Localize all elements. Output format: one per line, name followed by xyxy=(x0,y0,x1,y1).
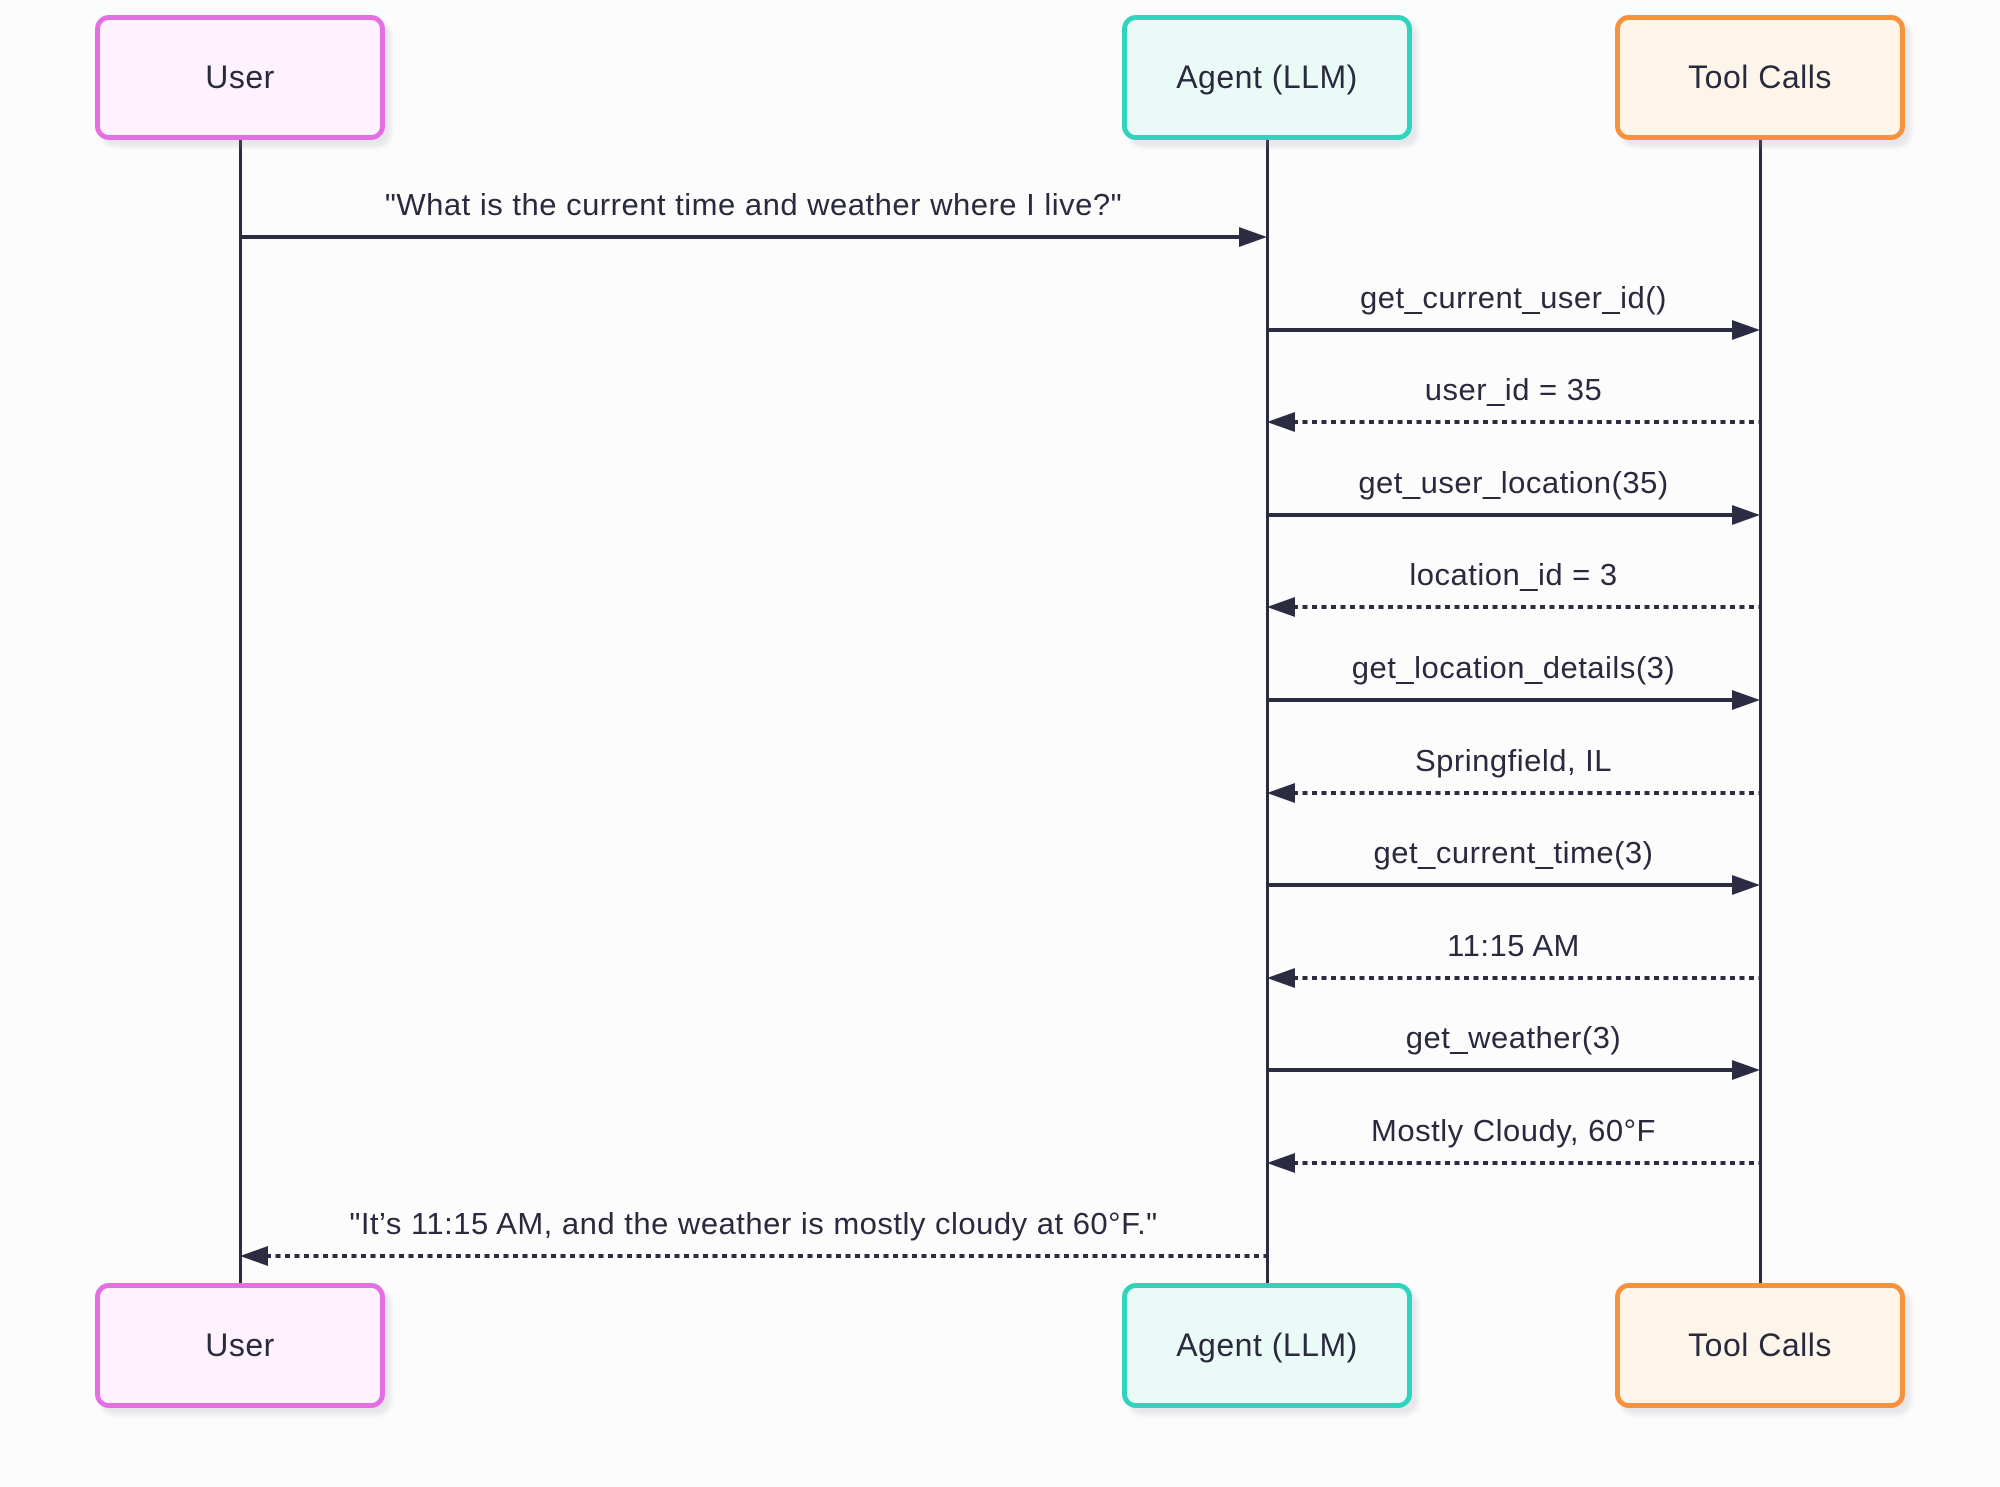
message-label-10: get_weather(3) xyxy=(1405,1020,1622,1055)
actor-agent-top: Agent (LLM) xyxy=(1122,15,1412,140)
message-line-2 xyxy=(1267,328,1734,332)
arrowhead-7 xyxy=(1267,783,1295,803)
arrowhead-5 xyxy=(1267,597,1295,617)
message-line-4 xyxy=(1267,513,1734,517)
arrowhead-12 xyxy=(240,1246,268,1266)
arrowhead-9 xyxy=(1267,968,1295,988)
actor-label-user: User xyxy=(205,1327,275,1363)
arrowhead-1 xyxy=(1239,227,1267,247)
message-line-6 xyxy=(1267,698,1734,702)
actor-label-user: User xyxy=(205,59,275,95)
arrowhead-2 xyxy=(1732,320,1760,340)
arrowhead-11 xyxy=(1267,1153,1295,1173)
message-line-9 xyxy=(1293,976,1760,980)
message-line-7 xyxy=(1293,791,1760,795)
message-label-9: 11:15 AM xyxy=(1447,928,1580,963)
arrowhead-4 xyxy=(1732,505,1760,525)
message-line-10 xyxy=(1267,1068,1734,1072)
actor-tool-top: Tool Calls xyxy=(1615,15,1905,140)
message-label-4: get_user_location(35) xyxy=(1358,465,1669,500)
lifeline-tool xyxy=(1758,140,1762,1283)
actor-user-bottom: User xyxy=(95,1283,385,1408)
lifeline-user xyxy=(238,140,242,1283)
lifeline-agent xyxy=(1265,140,1269,1283)
message-label-6: get_location_details(3) xyxy=(1351,650,1676,685)
message-label-1: "What is the current time and weather wh… xyxy=(384,187,1123,222)
actor-tool-bottom: Tool Calls xyxy=(1615,1283,1905,1408)
arrowhead-3 xyxy=(1267,412,1295,432)
message-label-2: get_current_user_id() xyxy=(1360,280,1667,315)
arrowhead-6 xyxy=(1732,690,1760,710)
message-line-3 xyxy=(1293,420,1760,424)
message-line-11 xyxy=(1293,1161,1760,1165)
actor-agent-bottom: Agent (LLM) xyxy=(1122,1283,1412,1408)
actor-label-agent: Agent (LLM) xyxy=(1176,59,1358,95)
arrowhead-10 xyxy=(1732,1060,1760,1080)
message-label-11: Mostly Cloudy, 60°F xyxy=(1371,1113,1656,1148)
message-label-3: user_id = 35 xyxy=(1424,372,1603,407)
message-line-8 xyxy=(1267,883,1734,887)
actor-user-top: User xyxy=(95,15,385,140)
message-label-7: Springfield, IL xyxy=(1414,743,1613,778)
message-line-12 xyxy=(266,1254,1267,1258)
message-line-1 xyxy=(240,235,1241,239)
message-label-5: location_id = 3 xyxy=(1409,557,1618,592)
message-line-5 xyxy=(1293,605,1760,609)
actor-label-agent: Agent (LLM) xyxy=(1176,1327,1358,1363)
actor-label-tool: Tool Calls xyxy=(1688,59,1832,95)
arrowhead-8 xyxy=(1732,875,1760,895)
message-label-8: get_current_time(3) xyxy=(1373,835,1654,870)
actor-label-tool: Tool Calls xyxy=(1688,1327,1832,1363)
message-label-12: "It’s 11:15 AM, and the weather is mostl… xyxy=(349,1206,1158,1241)
